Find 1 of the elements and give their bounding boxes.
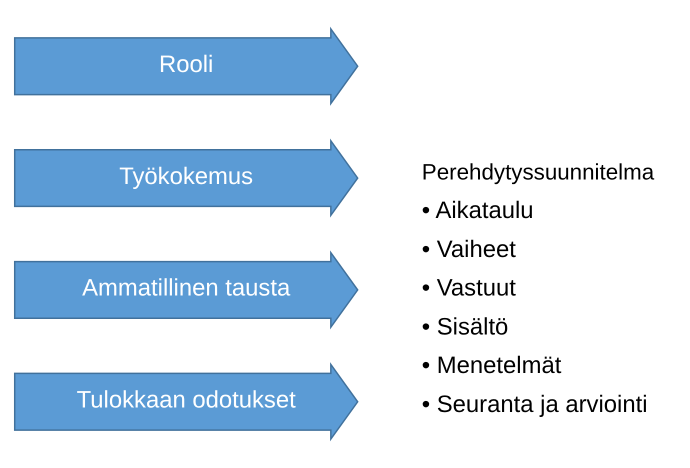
node-text: Perehdytyssuunnitelma • Aikataulu • Vaiheet • Vastuut • Sisältö • Menetelmät • Seuranta ja arviointi — [422, 160, 654, 418]
